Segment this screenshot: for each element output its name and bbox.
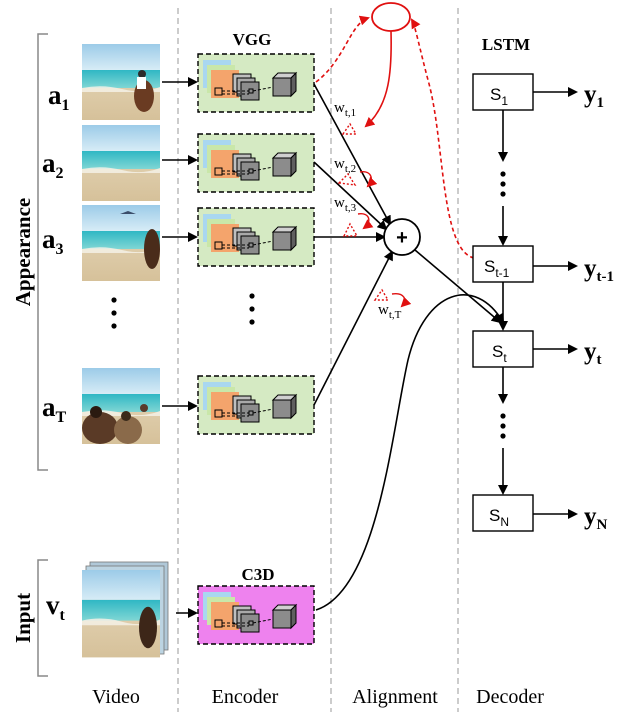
- column-label-video: Video: [92, 686, 140, 708]
- frame-label-t: aT: [42, 392, 67, 426]
- frame-label-2: a2: [42, 148, 64, 182]
- attention-input-dashed-state: [412, 20, 474, 258]
- vgg-label: VGG: [233, 30, 272, 49]
- input-side-label: Input: [11, 593, 35, 643]
- clip-thumbnail-stack: [82, 562, 168, 657]
- output-label-t: yt: [584, 338, 602, 368]
- c3d-label: C3D: [241, 565, 274, 584]
- attention-module: [372, 3, 410, 31]
- frames-ellipsis-dots: [111, 297, 116, 328]
- encoders-ellipsis-dots: [249, 293, 254, 324]
- frame-thumbnail-3: [82, 205, 160, 281]
- appearance-side-label: Appearance: [11, 198, 35, 307]
- vgg-encoder-block-1: [198, 54, 314, 112]
- attention-input-dashed-encoder: [316, 18, 368, 82]
- weight-label-2: wt,2: [334, 156, 356, 175]
- frame-label-3: a3: [42, 224, 64, 258]
- motion-input-label: vt: [46, 590, 66, 624]
- decoder-ellipsis-dots-upper: [500, 171, 505, 196]
- summation-symbol: +: [396, 227, 408, 249]
- feature-line-t: [314, 252, 392, 405]
- frame-thumbnail-2: [82, 125, 160, 201]
- weight-label-1: wt,1: [334, 100, 356, 119]
- column-label-decoder: Decoder: [476, 686, 544, 708]
- c3d-encoder-block: [198, 586, 314, 644]
- vgg-encoder-block-3: [198, 208, 314, 266]
- column-label-encoder: Encoder: [212, 686, 279, 708]
- frame-label-1: a1: [48, 80, 70, 114]
- attention-output-arrow: [366, 31, 391, 126]
- output-label-n: yN: [584, 503, 608, 533]
- weight-marker-3: [344, 214, 369, 236]
- frame-thumbnail-1: [82, 44, 160, 120]
- output-label-1: y1: [584, 81, 604, 111]
- output-label-t-1: yt-1: [584, 255, 614, 285]
- lstm-label: LSTM: [482, 35, 530, 54]
- decoder-ellipsis-dots-lower: [500, 413, 505, 438]
- frame-thumbnail-t: [82, 368, 160, 444]
- weight-marker-1: [343, 124, 356, 134]
- column-label-alignment: Alignment: [352, 686, 438, 708]
- weight-label-t: wt,T: [378, 302, 402, 321]
- vgg-encoder-block-2: [198, 134, 314, 192]
- vgg-encoder-block-t: [198, 376, 314, 434]
